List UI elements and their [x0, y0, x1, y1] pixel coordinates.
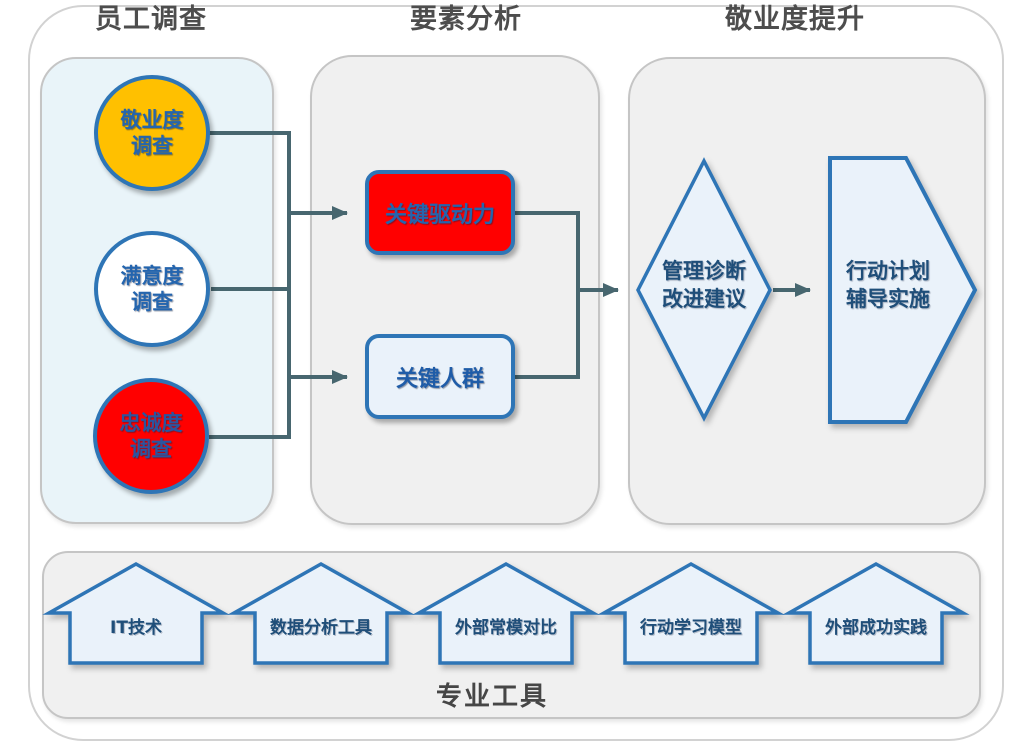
diagnosis-label-line2: 改进建议	[662, 287, 746, 311]
tool-label-external-success: 外部成功实践	[825, 618, 927, 638]
key-drivers-box: 关键驱动力	[365, 170, 515, 255]
outer-frame	[28, 5, 1004, 741]
tool-arrow-it-tech	[42, 561, 230, 665]
pentagon-polygon	[828, 156, 978, 424]
tool-arrow-external-norm	[412, 561, 600, 665]
satisfaction-survey-label-line2: 调查	[131, 290, 173, 314]
diagnosis-label-line1: 管理诊断	[662, 259, 746, 283]
key-drivers-label: 关键驱动力	[384, 202, 495, 228]
tool-label-it-tech: IT技术	[110, 618, 162, 638]
tool-arrow-external-success	[782, 561, 970, 665]
house-arrow-polygon	[42, 561, 230, 665]
key-groups-box: 关键人群	[365, 334, 515, 419]
key-groups-label: 关键人群	[395, 366, 484, 392]
action-plan-pentagon-label: 行动计划 辅导实施	[828, 257, 948, 313]
house-arrow-polygon	[227, 561, 415, 665]
column-header-employee-survey: 员工调查	[95, 4, 207, 35]
satisfaction-survey-label-line1: 满意度	[120, 264, 184, 288]
connector-boxes-merge	[515, 211, 580, 379]
diagnosis-diamond-label: 管理诊断 改进建议	[636, 257, 772, 313]
action-plan-label-line2: 辅导实施	[846, 287, 930, 311]
loyalty-survey-label-line2: 调查	[130, 437, 172, 461]
house-arrow-polygon	[412, 561, 600, 665]
tool-arrow-action-learning	[597, 561, 785, 665]
tool-label-data-analysis: 数据分析工具	[270, 618, 372, 638]
connector-circles-trunk	[208, 131, 291, 439]
tool-arrow-data-analysis	[227, 561, 415, 665]
loyalty-survey-circle: 忠诚度 调查	[93, 378, 209, 494]
satisfaction-survey-circle: 满意度 调查	[94, 231, 210, 347]
diamond-polygon	[636, 157, 772, 422]
action-plan-pentagon-shape	[828, 156, 978, 424]
house-arrow-polygon	[782, 561, 970, 665]
column-header-factor-analysis: 要素分析	[410, 4, 522, 35]
action-plan-label-line1: 行动计划	[846, 259, 930, 283]
column-header-engagement-improvement: 敬业度提升	[725, 4, 865, 35]
diagnosis-diamond-shape	[636, 157, 772, 422]
engagement-survey-label-line1: 敬业度	[120, 108, 184, 132]
loyalty-survey-label-line1: 忠诚度	[119, 411, 183, 435]
engagement-survey-label-line2: 调查	[131, 134, 173, 158]
tool-label-action-learning: 行动学习模型	[640, 618, 742, 638]
tools-panel-title: 专业工具	[435, 682, 548, 712]
house-arrow-polygon	[597, 561, 785, 665]
engagement-survey-circle: 敬业度 调查	[94, 75, 210, 191]
tool-label-external-norm: 外部常模对比	[455, 618, 557, 638]
